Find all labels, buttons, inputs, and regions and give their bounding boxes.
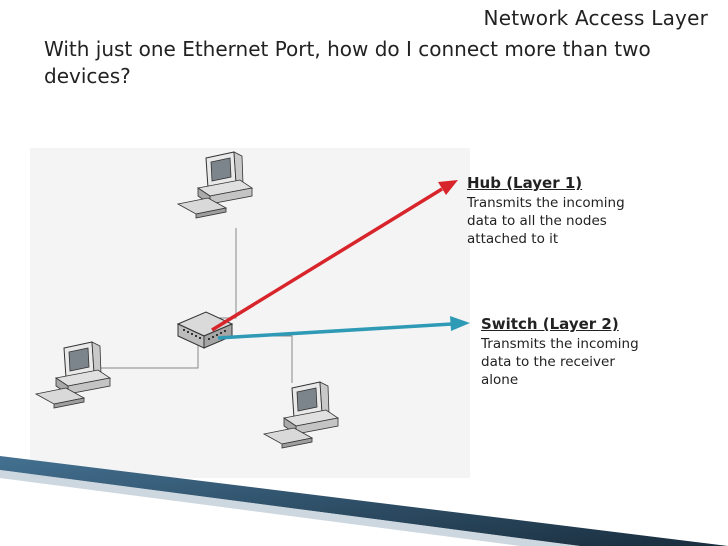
header-title: Network Access Layer: [483, 6, 708, 30]
switch-callout: Switch (Layer 2) Transmits the incoming …: [481, 314, 656, 389]
computer-top-icon: [177, 151, 253, 219]
switch-description: Transmits the incoming data to the recei…: [481, 336, 639, 388]
computer-left-icon: [35, 341, 111, 409]
cable-left: [88, 340, 199, 369]
hub-title: Hub (Layer 1): [467, 174, 583, 192]
cable-top: [214, 228, 237, 319]
hub-description: Transmits the incoming data to all the n…: [467, 195, 625, 247]
decorative-band-shadow: [0, 470, 580, 546]
computer-bottom-icon: [263, 381, 339, 449]
hub-callout: Hub (Layer 1) Transmits the incoming dat…: [467, 173, 642, 248]
slide-question: With just one Ethernet Port, how do I co…: [44, 37, 651, 88]
switch-title: Switch (Layer 2): [481, 315, 619, 333]
cable-bottom: [214, 335, 293, 383]
hub-arrow: [211, 180, 458, 332]
switch-arrow: [217, 316, 470, 340]
diagram-background: [30, 148, 470, 478]
network-switch-icon: [176, 311, 234, 349]
decorative-band: [0, 456, 728, 546]
